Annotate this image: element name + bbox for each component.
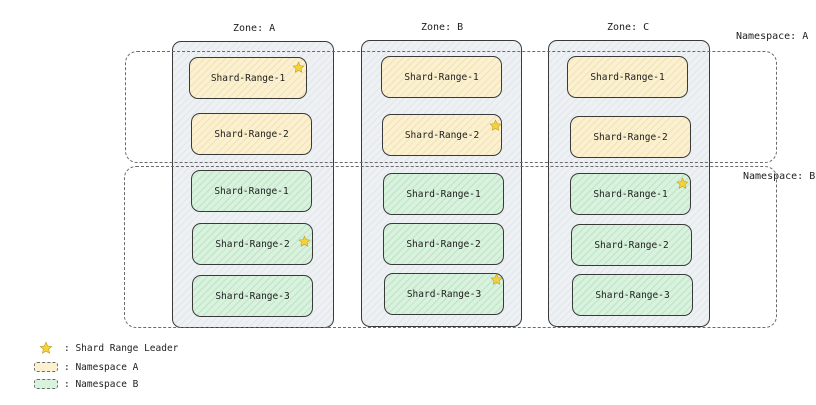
shard-za-nsa-1[interactable]: Shard-Range-1 bbox=[189, 57, 307, 99]
zone-c-label: Zone: C bbox=[607, 22, 650, 33]
legend-namespace-b-label: : Namespace B bbox=[64, 378, 139, 390]
namespace-a-label: Namespace: A bbox=[736, 31, 809, 42]
shard-label: Shard-Range-1 bbox=[210, 72, 286, 84]
shard-label: Shard-Range-3 bbox=[215, 290, 290, 302]
legend-namespace-a: : Namespace A bbox=[34, 360, 138, 374]
zone-a-label: Zone: A bbox=[233, 23, 276, 34]
shard-label: Shard-Range-1 bbox=[406, 188, 481, 200]
shard-zb-nsa-2[interactable]: Shard-Range-2 bbox=[382, 114, 502, 156]
shard-zb-nsa-1[interactable]: Shard-Range-1 bbox=[381, 56, 502, 98]
shard-za-nsb-2[interactable]: Shard-Range-2 bbox=[192, 223, 313, 265]
shard-label: Shard-Range-1 bbox=[590, 71, 665, 83]
shard-label: Shard-Range-2 bbox=[214, 128, 289, 140]
shard-label: Shard-Range-3 bbox=[406, 288, 482, 300]
star-icon bbox=[298, 235, 311, 247]
shard-za-nsb-1[interactable]: Shard-Range-1 bbox=[191, 170, 312, 212]
shard-zb-nsb-2[interactable]: Shard-Range-2 bbox=[383, 223, 504, 265]
shard-label: Shard-Range-1 bbox=[404, 71, 479, 83]
legend-namespace-a-label: : Namespace A bbox=[64, 361, 139, 373]
shard-zc-nsb-1[interactable]: Shard-Range-1 bbox=[570, 173, 691, 215]
namespace-b-label: Namespace: B bbox=[743, 171, 816, 182]
legend-leader-label: : Shard Range Leader bbox=[64, 342, 179, 354]
shard-zc-nsb-2[interactable]: Shard-Range-2 bbox=[571, 224, 692, 266]
shard-label: Shard-Range-2 bbox=[594, 239, 669, 251]
star-icon bbox=[39, 341, 53, 354]
zone-b-label: Zone: B bbox=[421, 22, 464, 33]
shard-zb-nsb-1[interactable]: Shard-Range-1 bbox=[383, 173, 504, 215]
star-icon bbox=[676, 177, 689, 189]
namespace-b-swatch bbox=[34, 379, 58, 389]
shard-label: Shard-Range-1 bbox=[593, 188, 668, 200]
legend-namespace-b: : Namespace B bbox=[34, 377, 138, 391]
shard-zc-nsa-1[interactable]: Shard-Range-1 bbox=[567, 56, 688, 98]
shard-label: Shard-Range-2 bbox=[593, 131, 668, 143]
shard-za-nsb-3[interactable]: Shard-Range-3 bbox=[192, 275, 313, 317]
shard-label: Shard-Range-2 bbox=[406, 238, 481, 250]
shard-zc-nsb-3[interactable]: Shard-Range-3 bbox=[572, 274, 693, 316]
shard-zb-nsb-3[interactable]: Shard-Range-3 bbox=[384, 273, 504, 315]
shard-label: Shard-Range-3 bbox=[595, 289, 670, 301]
shard-zc-nsa-2[interactable]: Shard-Range-2 bbox=[570, 116, 691, 158]
star-icon bbox=[292, 61, 305, 73]
shard-label: Shard-Range-2 bbox=[404, 129, 480, 141]
shard-za-nsa-2[interactable]: Shard-Range-2 bbox=[191, 113, 312, 155]
legend-leader: : Shard Range Leader bbox=[34, 341, 178, 355]
shard-label: Shard-Range-2 bbox=[215, 238, 290, 250]
star-icon bbox=[489, 119, 502, 131]
star-icon bbox=[490, 273, 503, 285]
namespace-a-swatch bbox=[34, 362, 58, 372]
shard-label: Shard-Range-1 bbox=[214, 185, 289, 197]
